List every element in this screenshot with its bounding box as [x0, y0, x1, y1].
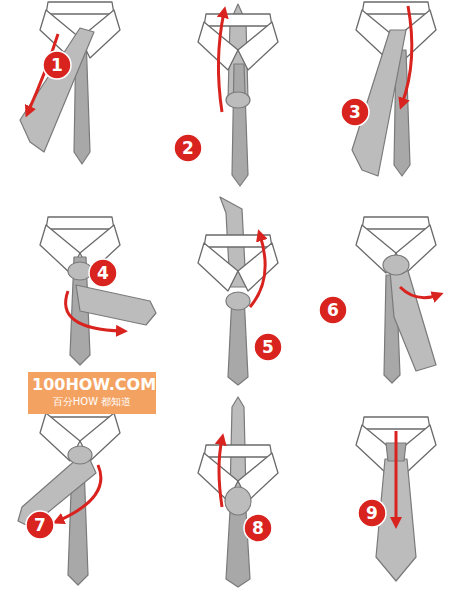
callout-circle: [26, 511, 54, 539]
callout-circle: [244, 514, 272, 542]
collar-wing: [198, 243, 238, 291]
motion-arrow: [219, 439, 222, 507]
knot: [226, 92, 250, 108]
callout-number: 2: [174, 134, 202, 162]
motion-arrow: [402, 6, 412, 104]
motion-arrow: [66, 291, 122, 331]
watermark-title: 100HOW.COM: [32, 375, 152, 395]
motion-arrow: [218, 12, 224, 112]
motion-arrow: [395, 431, 398, 523]
watermark-box: 100HOW.COM百分HOW 都知道: [28, 372, 156, 414]
collar-wing: [238, 22, 278, 70]
callout-number: 4: [89, 259, 117, 287]
callout-number: 3: [341, 98, 369, 126]
motion-arrow: [400, 287, 438, 298]
knot: [226, 292, 250, 310]
callout-number: 8: [244, 514, 272, 542]
callout-circle: [43, 51, 71, 79]
callout-circle: [89, 259, 117, 287]
collar-band: [46, 2, 114, 14]
step-panel: [18, 405, 120, 585]
collar-band: [362, 217, 430, 229]
callout-circle: [174, 134, 202, 162]
step-panel: [356, 417, 436, 581]
step-panel: [356, 217, 438, 383]
motion-arrow: [250, 235, 265, 307]
collar-band: [362, 2, 430, 14]
step-panel: [198, 4, 278, 186]
knot: [225, 487, 251, 515]
callout-circle: [341, 98, 369, 126]
callout-number: 7: [26, 511, 54, 539]
motion-arrow: [58, 465, 101, 521]
collar-band: [46, 217, 114, 229]
callout-badges: [26, 51, 386, 542]
step-panel: [40, 217, 156, 365]
callout-number: 9: [358, 499, 386, 527]
callout-number: 5: [254, 333, 282, 361]
step-panel: [198, 397, 278, 587]
callout-circle: [319, 296, 347, 324]
step-panel: [352, 2, 436, 176]
callout-number: 6: [319, 296, 347, 324]
collar-band: [204, 445, 272, 457]
wide-blade: [20, 28, 94, 152]
callout-circle: [254, 333, 282, 361]
knot: [383, 255, 409, 275]
wide-blade: [390, 271, 436, 371]
watermark-slogan: 百分HOW 都知道: [32, 395, 152, 409]
knot: [68, 446, 92, 464]
callout-number: 1: [43, 51, 71, 79]
wide-blade: [76, 285, 156, 325]
collar-wing: [238, 243, 278, 291]
step-panel: [20, 2, 120, 164]
narrow-blade: [232, 64, 248, 186]
collar-band: [362, 417, 430, 429]
callout-circle: [358, 499, 386, 527]
collar-band: [204, 14, 272, 26]
